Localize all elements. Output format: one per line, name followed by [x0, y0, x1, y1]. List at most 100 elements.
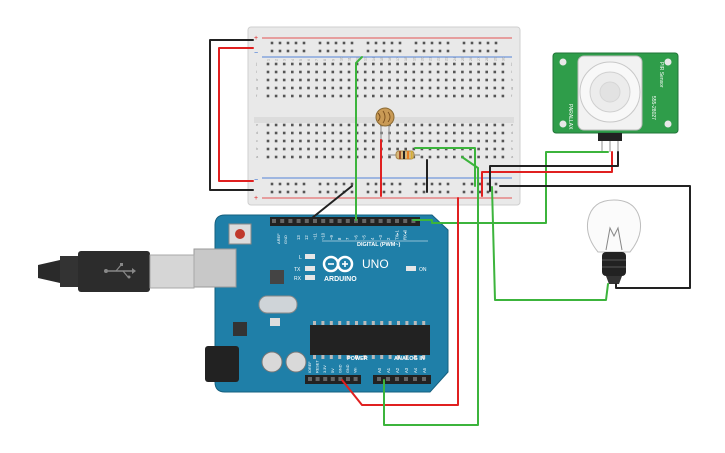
wire-black — [311, 185, 353, 219]
breadboard-hole — [355, 139, 359, 143]
usb-cable-tail — [38, 260, 60, 283]
breadboard-column-number: 20 — [420, 57, 424, 61]
pir-sensor: PIR Sensor 555-28027 PARALLAX — [552, 52, 679, 152]
breadboard-hole — [299, 78, 302, 82]
header-pin — [386, 219, 391, 223]
rail-hole — [422, 190, 426, 194]
breadboard-hole — [469, 123, 472, 127]
breadboard-column-number: 24 — [453, 57, 457, 61]
breadboard-hole — [428, 131, 432, 135]
rail-hole — [494, 190, 498, 194]
breadboard-hole — [299, 131, 302, 135]
breadboard-hole — [396, 131, 399, 135]
rail-minus-mark: − — [254, 177, 258, 184]
chip-leg — [321, 321, 325, 325]
breadboard-column-number: 26 — [469, 57, 473, 61]
wire-red — [341, 197, 459, 406]
breadboard-hole — [299, 94, 302, 98]
rail-hole — [270, 182, 274, 186]
breadboard-hole — [323, 78, 326, 82]
analog-pin-label: A4 — [413, 367, 418, 373]
chip-leg — [371, 321, 375, 325]
rail-hole — [446, 190, 450, 194]
capacitor — [285, 351, 307, 373]
breadboard-hole — [485, 78, 488, 82]
breadboard-hole — [347, 94, 351, 98]
rail-hole — [430, 49, 434, 53]
breadboard-hole — [428, 155, 432, 159]
breadboard-hole — [420, 139, 424, 143]
breadboard-hole — [469, 94, 472, 98]
chip-leg — [397, 355, 400, 359]
breadboard-hole — [412, 78, 416, 82]
breadboard-hole — [412, 94, 416, 98]
breadboard-hole — [299, 123, 302, 127]
breadboard-hole — [274, 123, 278, 127]
breadboard-hole — [372, 155, 375, 159]
breadboard-holes — [266, 41, 505, 194]
breadboard-hole — [339, 123, 343, 127]
breadboard-row-letter: a — [256, 154, 259, 159]
breadboard-hole — [461, 123, 464, 127]
breadboard-hole — [380, 62, 383, 66]
rail-hole — [270, 41, 274, 45]
rail-hole — [366, 190, 370, 194]
breadboard-row-letter: h — [256, 77, 258, 82]
breadboard-hole — [420, 78, 424, 82]
breadboard-hole — [323, 62, 326, 66]
breadboard-hole — [299, 139, 302, 143]
breadboard-hole — [355, 147, 359, 151]
breadboard-hole — [477, 70, 480, 74]
breadboard-hole — [323, 131, 326, 135]
breadboard-row-letter: e — [256, 122, 259, 127]
rail-hole — [462, 41, 466, 45]
breadboard-hole — [331, 131, 335, 135]
wire-green — [383, 156, 479, 426]
breadboard-hole — [291, 94, 294, 98]
breadboard-hole — [477, 78, 480, 82]
rail-hole — [462, 190, 466, 194]
header-pin — [346, 377, 350, 381]
breadboard-hole — [485, 139, 488, 143]
power-pin-label: 5V — [331, 368, 335, 373]
breadboard-hole — [339, 78, 343, 82]
power-label: POWER — [347, 356, 368, 362]
breadboard-hole — [339, 70, 343, 74]
breadboard-hole — [444, 70, 448, 74]
pir-dome-center — [599, 81, 621, 103]
pir-mount-hole — [559, 120, 567, 128]
breadboard-hole — [396, 123, 399, 127]
breadboard-hole — [363, 147, 367, 151]
breadboard-hole — [355, 86, 359, 90]
rail-hole — [334, 190, 338, 194]
breadboard-hole — [355, 62, 359, 66]
breadboard-hole — [274, 78, 278, 82]
analog-pin-label: A5 — [422, 367, 427, 373]
rail-hole — [278, 49, 282, 53]
breadboard-hole — [396, 78, 399, 82]
rail-hole — [390, 41, 394, 45]
led-tx — [305, 266, 315, 271]
digital-header — [270, 217, 420, 226]
breadboard-hole — [469, 155, 472, 159]
breadboard-hole — [372, 147, 375, 151]
breadboard-column-number: 7 — [315, 59, 319, 61]
breadboard-hole — [420, 62, 424, 66]
rail-hole — [382, 182, 386, 186]
rail-hole — [430, 182, 434, 186]
breadboard-hole — [291, 123, 294, 127]
breadboard-hole — [372, 139, 375, 143]
breadboard-hole — [315, 147, 318, 151]
rail-hole — [334, 182, 338, 186]
led-on-label: ON — [419, 267, 427, 273]
breadboard-hole — [282, 139, 286, 143]
digital-pin-label: ~5 — [362, 235, 367, 240]
chip-legs — [313, 321, 426, 359]
breadboard-hole — [372, 70, 375, 74]
breadboard-hole — [291, 62, 294, 66]
rail-minus-mark: − — [254, 50, 258, 57]
breadboard-hole — [396, 147, 399, 151]
chip-leg — [338, 321, 342, 325]
